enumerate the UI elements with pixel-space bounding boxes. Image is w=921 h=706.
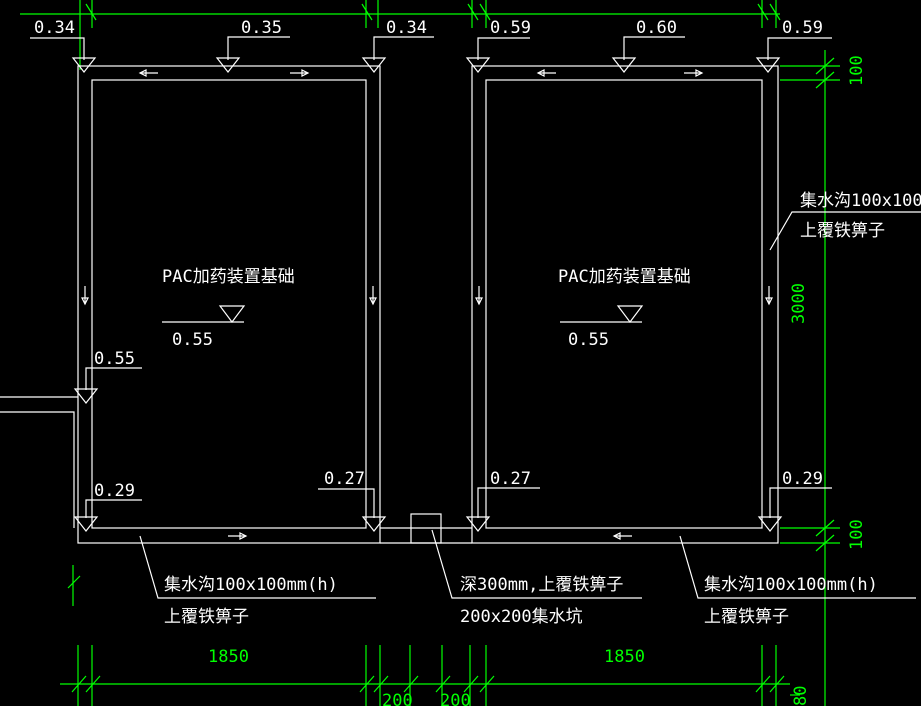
dim-bottom-left: 1850 <box>208 647 249 667</box>
pad-label-left: PAC加药装置基础 <box>162 267 295 287</box>
dim-bottom-right: 1850 <box>604 647 645 667</box>
note-texts: PAC加药装置基础 PAC加药装置基础 集水沟100x100mm 上覆铁箅子 集… <box>162 191 921 627</box>
elev-bottom-right-a: 0.27 <box>490 469 531 489</box>
dim-right-bottom: 100 <box>847 519 867 550</box>
elev-top-right-b: 0.59 <box>782 18 823 38</box>
ditch-bottom-right-line2: 上覆铁箅子 <box>704 607 789 627</box>
elevation-leaders <box>30 36 832 532</box>
dim-right-height: 3000 <box>789 283 809 324</box>
sump-line1: 深300mm,上覆铁箅子 <box>460 575 623 595</box>
dim-gap-left: 200 <box>382 691 413 706</box>
elev-bottom-right-b: 0.29 <box>782 469 823 489</box>
elev-top-right-a: 0.59 <box>490 18 531 38</box>
note-leaders <box>139 211 921 599</box>
elev-side-left: 0.55 <box>94 349 135 369</box>
ditch-bottom-left-line2: 上覆铁箅子 <box>164 607 249 627</box>
dimension-lines <box>20 0 840 706</box>
elev-top-left-a: 0.34 <box>34 18 75 38</box>
dim-right-top: 100 <box>847 55 867 86</box>
pad-label-right: PAC加药装置基础 <box>558 267 691 287</box>
elev-pad-right: 0.55 <box>568 330 609 350</box>
sump-line2: 200x200集水坑 <box>460 607 583 627</box>
ditch-bottom-left-line1: 集水沟100x100mm(h) <box>164 575 338 595</box>
elev-bottom-left-b: 0.27 <box>324 469 365 489</box>
building-outline <box>0 65 779 544</box>
flow-arrows <box>81 69 773 540</box>
elev-top-right-mid: 0.60 <box>636 18 677 38</box>
elev-bottom-left-a: 0.29 <box>94 481 135 501</box>
dimension-texts: 100 3000 100 1850 1850 200 200 80 <box>208 55 867 706</box>
elev-pad-left: 0.55 <box>172 330 213 350</box>
dim-corner: 80 <box>791 686 811 706</box>
elev-top-left-mid: 0.35 <box>241 18 282 38</box>
ditch-right-line1: 集水沟100x100mm <box>800 191 921 211</box>
elevation-texts: 0.34 0.35 0.34 0.59 0.60 0.59 0.55 0.29 … <box>34 18 823 501</box>
dim-gap-right: 200 <box>440 691 471 706</box>
ditch-right-line2: 上覆铁箅子 <box>800 221 885 241</box>
ditch-bottom-right-line1: 集水沟100x100mm(h) <box>704 575 878 595</box>
elev-top-left-b: 0.34 <box>386 18 427 38</box>
